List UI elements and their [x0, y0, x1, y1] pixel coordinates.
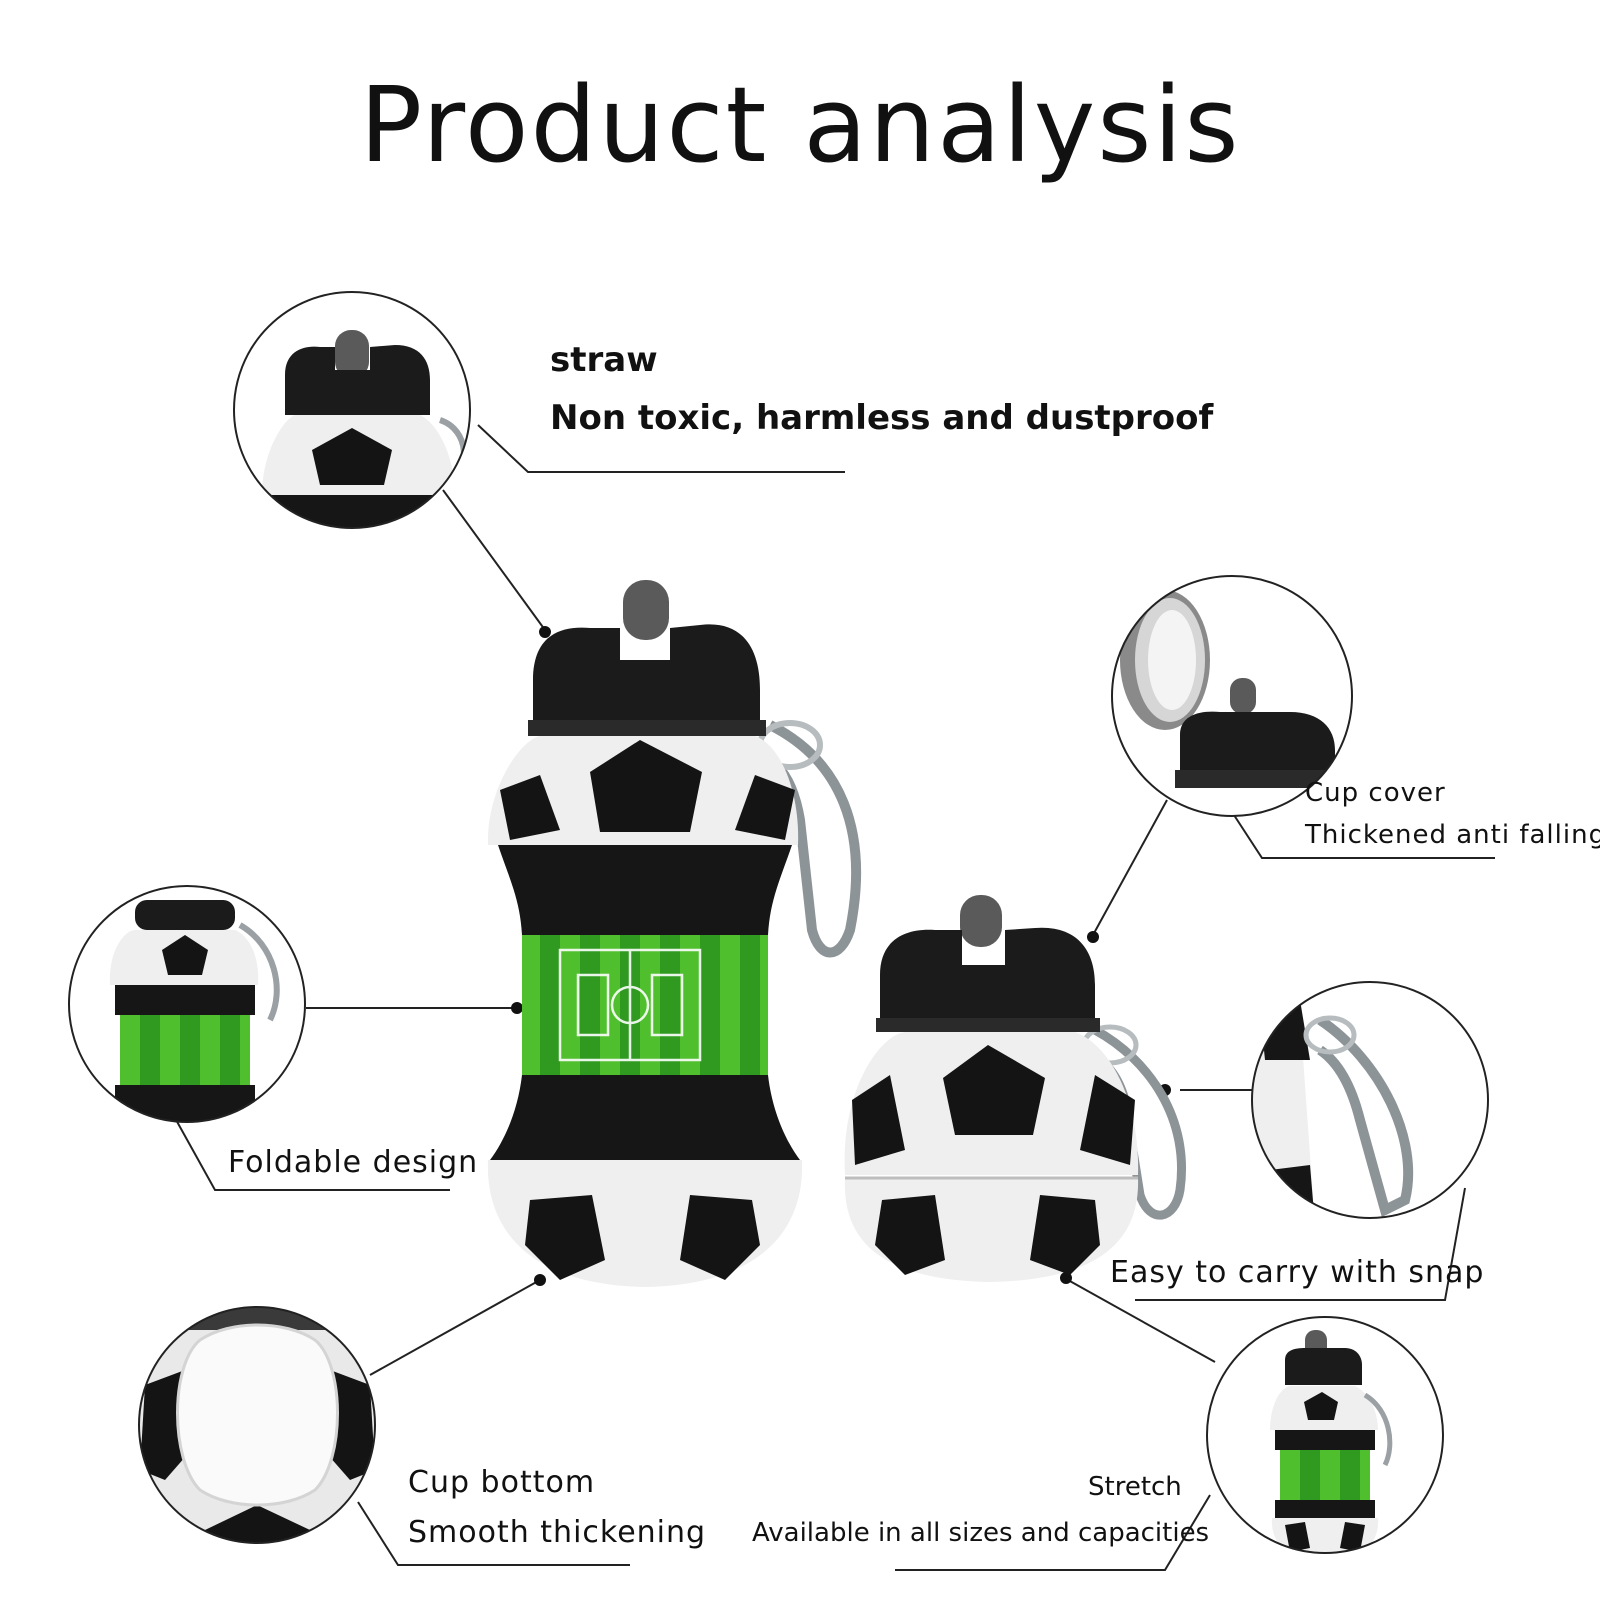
cup-bottom-heading: Cup bottom — [408, 1465, 596, 1500]
foldable-heading: Foldable design — [228, 1145, 479, 1180]
straw-detail: Non toxic, harmless and dustproof — [550, 398, 1214, 438]
cup-cover-detail: Thickened anti falling — [1305, 820, 1600, 850]
straw-heading: straw — [550, 340, 658, 380]
detail-snap — [1251, 981, 1489, 1219]
detail-stretch — [1206, 1316, 1444, 1554]
detail-cup-cover — [1111, 575, 1353, 817]
cup-bottom-detail: Smooth thickening — [408, 1515, 707, 1550]
callout-dots — [511, 626, 1171, 1286]
big-bottle — [487, 580, 861, 1287]
detail-straw-lid — [233, 291, 471, 529]
small-bottle — [844, 895, 1186, 1282]
stretch-heading: Stretch — [1088, 1472, 1182, 1502]
page-title: Product analysis — [359, 64, 1241, 186]
cup-cover-heading: Cup cover — [1305, 778, 1446, 808]
cup-cover-icon — [1120, 590, 1210, 730]
stretch-detail: Available in all sizes and capacities — [752, 1518, 1210, 1548]
snap-heading: Easy to carry with snap — [1110, 1255, 1485, 1290]
detail-foldable — [68, 885, 306, 1123]
callout-lines — [174, 424, 1495, 1571]
detail-cup-bottom — [138, 1306, 376, 1544]
